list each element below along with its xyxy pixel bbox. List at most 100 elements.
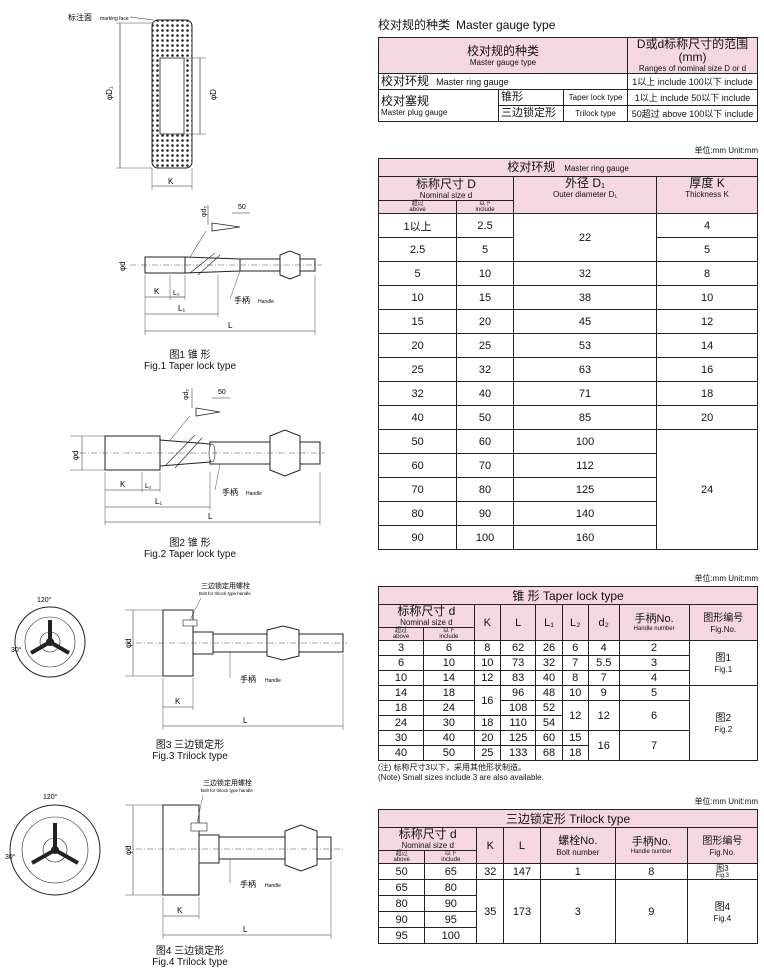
- taper-cell: 6: [561, 640, 589, 656]
- taper-cell: 52: [535, 700, 563, 716]
- taper-cell: 30: [423, 715, 475, 731]
- svg-text:手柄: 手柄: [240, 879, 256, 889]
- tri-cell: 90: [424, 895, 478, 912]
- svg-text:Bolt for trilock type handle: Bolt for trilock type handle: [199, 591, 251, 596]
- summary-taper-range: 1以上 include 50以下 include: [627, 89, 758, 106]
- ring-cell: 25: [456, 333, 514, 358]
- ring-cell: 32: [456, 357, 514, 382]
- taper-cell: 16: [587, 730, 620, 761]
- table-row: 65 80 35 173 3 9 图4 Fig.4: [377, 879, 759, 944]
- tri-cell: 65: [377, 879, 426, 896]
- tri-cell: 50: [377, 863, 426, 880]
- taper-cell: 48: [535, 685, 563, 701]
- svg-text:φd: φd: [124, 845, 133, 855]
- ring-cell: 140: [512, 501, 658, 526]
- svg-text:手柄: 手柄: [222, 487, 238, 497]
- svg-text:L: L: [208, 512, 213, 521]
- ring-cell: 60: [377, 453, 458, 478]
- taper-cell: 8: [561, 670, 589, 686]
- taper-cell: 62: [499, 640, 537, 656]
- ring-unit: 单位:mm Unit:mm: [694, 146, 758, 155]
- ring-cell: 85: [512, 405, 658, 430]
- svg-text:L₂: L₂: [145, 483, 152, 490]
- ring-cell: 63: [512, 357, 658, 382]
- ring-cell: 80: [456, 477, 514, 502]
- ring-cell: 24: [656, 429, 758, 550]
- tri-cell: 147: [503, 863, 541, 880]
- svg-text:φd₂: φd₂: [201, 206, 208, 217]
- tri-col-k: K: [476, 827, 505, 864]
- taper-cell: 20: [473, 730, 501, 746]
- ring-cell: 5: [377, 261, 458, 286]
- ring-cell: 53: [512, 333, 658, 358]
- ring-title: 校对环规 Master ring gauge: [378, 158, 758, 177]
- ring-cell: 1以上: [377, 213, 458, 238]
- taper-cell: 9: [587, 685, 620, 701]
- ring-cell: 112: [512, 453, 658, 478]
- ring-cell: 40: [456, 381, 514, 406]
- summary-ring-row: 校对环规 Master ring gauge: [378, 73, 628, 90]
- ring-cell: 10: [377, 285, 458, 310]
- taper-cell: 7: [618, 730, 690, 761]
- ring-cell: 32: [512, 261, 658, 286]
- taper-cell: 18: [561, 745, 589, 761]
- ring-cell: 50: [377, 429, 458, 454]
- taper-col-l: L: [499, 604, 537, 641]
- svg-text:L: L: [243, 925, 248, 934]
- ring-cell: 160: [512, 525, 658, 550]
- ring-cell: 20: [456, 309, 514, 334]
- taper-cell: 18: [423, 685, 475, 701]
- svg-text:φd: φd: [118, 261, 127, 271]
- summary-tri-en: Trilock type: [563, 105, 628, 122]
- taper-cell: 5: [618, 685, 690, 701]
- table-row: 90 95: [377, 911, 758, 928]
- taper-cell: 4: [587, 640, 620, 656]
- svg-text:50: 50: [218, 389, 226, 396]
- svg-text:Handle: Handle: [265, 678, 281, 684]
- svg-text:L: L: [243, 716, 248, 725]
- ring-gauge-drawing: 标注面 marking face φD₁ φD K: [68, 12, 218, 190]
- tri-col-bolt: 螺栓No.Bolt number: [539, 827, 616, 864]
- ring-cell: 20: [377, 333, 458, 358]
- ring-cell: 70: [456, 453, 514, 478]
- tri-cell: 80: [377, 895, 426, 912]
- taper-cell: 15: [561, 730, 589, 746]
- tri-cell: 8: [614, 863, 688, 880]
- svg-text:三边锁定用螺栓: 三边锁定用螺栓: [203, 778, 252, 787]
- fig1-caption: 图1 锥 形 Fig.1 Taper lock type: [143, 350, 237, 372]
- ring-cell: 100: [512, 429, 658, 454]
- taper-cell: 108: [499, 700, 537, 716]
- ring-cell: 4: [656, 213, 758, 238]
- taper-cell: 40: [535, 670, 563, 686]
- summary-head-range: D或d标称尺寸的范围(mm)Ranges of nominal size D o…: [627, 37, 758, 74]
- svg-text:标注面: 标注面: [68, 12, 92, 22]
- table-row: 50 65 32 147 1 8 图3 Fig.3: [377, 863, 759, 880]
- tri-col-l: L: [503, 827, 541, 864]
- ring-cell: 14: [656, 333, 758, 358]
- ring-cell: 71: [512, 381, 658, 406]
- svg-text:120°: 120°: [37, 596, 52, 604]
- tri-merged-l: 173: [503, 879, 541, 944]
- ring-cell: 18: [656, 381, 758, 406]
- tri-merged-handle: 9: [614, 879, 688, 944]
- taper-cell: 26: [535, 640, 563, 656]
- taper-col-l1: L₁: [535, 604, 563, 641]
- taper-cell: 6: [377, 655, 425, 671]
